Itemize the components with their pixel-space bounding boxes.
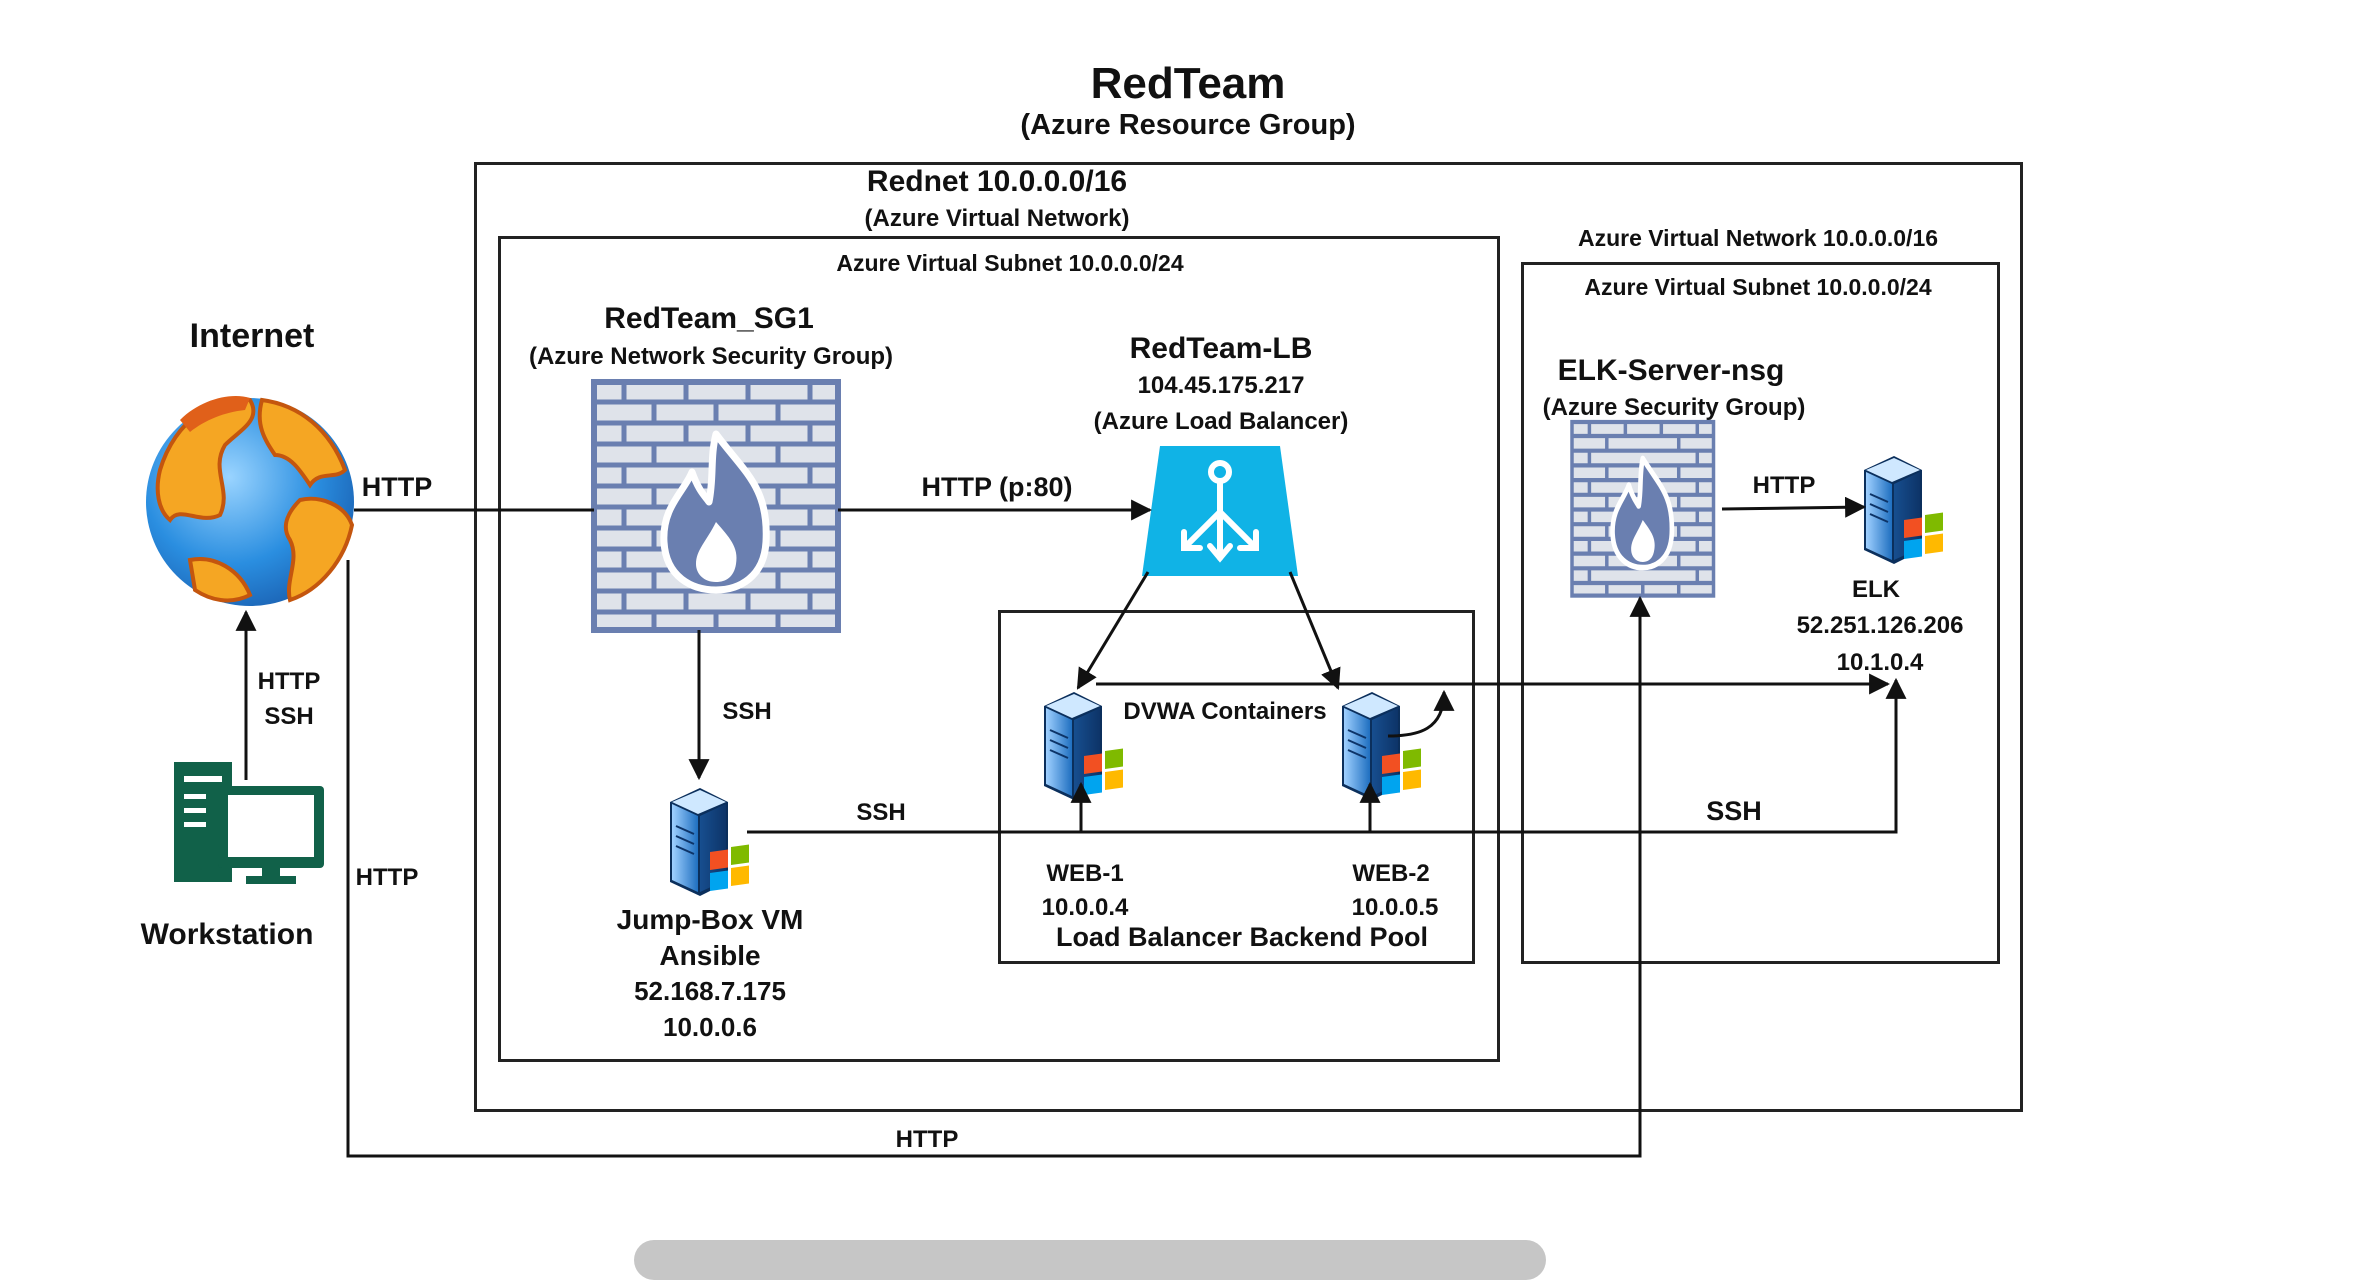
backend-pool-boundary (998, 610, 1475, 964)
nsg1-name: RedTeam_SG1 (604, 302, 814, 335)
web2-ip: 10.0.0.5 (1351, 894, 1439, 921)
internet-label: Internet (189, 317, 315, 355)
nsg1-type: (Azure Network Security Group) (528, 343, 894, 370)
link-label-jumpbox-web: SSH (856, 799, 906, 826)
diagram-subtitle: (Azure Resource Group) (1020, 109, 1356, 141)
jumpbox-server-icon (669, 787, 750, 897)
link-label-internet-nsg: HTTP (361, 472, 433, 502)
load-balancer-icon (1142, 446, 1298, 576)
web2-server-icon (1341, 691, 1422, 801)
web1-server-icon (1043, 691, 1124, 801)
elk-name: ELK (1852, 576, 1900, 603)
workstation-icon (174, 762, 324, 884)
jumpbox-ip-public: 52.168.7.175 (634, 976, 786, 1006)
vnet-boundary (474, 162, 2023, 1112)
elk-nsg-name: ELK-Server-nsg (1557, 354, 1785, 387)
link-label-elknsg-elk: HTTP (1752, 472, 1816, 499)
elk-nsg-type: (Azure Security Group) (1542, 394, 1806, 421)
jumpbox-role: Ansible (659, 940, 761, 971)
subnet-label: Azure Virtual Subnet 10.0.0.0/24 (836, 250, 1184, 276)
bottom-scroll-handle[interactable] (634, 1240, 1546, 1280)
subnet-boundary (498, 236, 1500, 1062)
lb-name: RedTeam-LB (1129, 332, 1313, 365)
web2-name: WEB-2 (1352, 860, 1430, 887)
vnet-name: Rednet 10.0.0.0/16 (866, 165, 1128, 198)
globe-icon (146, 396, 355, 606)
link-label-bottom-loop: HTTP (895, 1126, 959, 1153)
edge-elknsg-elk (1721, 496, 1867, 518)
elk-ip-public: 52.251.126.206 (1796, 612, 1964, 639)
edge-web2-loop (1387, 689, 1455, 738)
link-label-nsg-lb: HTTP (p:80) (921, 472, 1073, 502)
vnet2-label: Azure Virtual Network 10.0.0.0/16 (1577, 225, 1939, 251)
link-label-internet-down: HTTP (355, 864, 419, 891)
elk-subnet-boundary (1521, 262, 2000, 964)
backend-pool-label: Load Balancer Backend Pool (1055, 922, 1429, 952)
diagram-graphics (146, 0, 1944, 1158)
edge-lb-web1 (1076, 571, 1150, 690)
network-diagram: RedTeam (Azure Resource Group) Rednet 10… (140, 0, 2023, 1280)
edge-internet-loop (346, 560, 1651, 1158)
link-label-ws-http: HTTP (257, 668, 321, 695)
web1-name: WEB-1 (1046, 860, 1124, 887)
subnet2-label: Azure Virtual Subnet 10.0.0.0/24 (1584, 274, 1932, 300)
vnet-type: (Azure Virtual Network) (864, 205, 1130, 232)
elk-ip-private: 10.1.0.4 (1836, 649, 1924, 676)
elk-firewall-icon (1572, 422, 1714, 596)
lb-ip: 104.45.175.217 (1137, 372, 1305, 399)
link-label-ws-ssh: SSH (264, 703, 314, 730)
web1-ip: 10.0.0.4 (1041, 894, 1129, 921)
edge-lb-web2 (1288, 571, 1341, 690)
workstation-label: Workstation (140, 918, 314, 951)
link-label-jumpbox-elk: SSH (1706, 796, 1762, 826)
link-label-nsg-jumpbox: SSH (722, 698, 772, 725)
edge-jumpbox-elk (747, 677, 1907, 834)
lb-type: (Azure Load Balancer) (1093, 408, 1349, 435)
jumpbox-name: Jump-Box VM (616, 904, 804, 935)
firewall-icon (594, 382, 838, 630)
elk-server-icon (1863, 455, 1944, 565)
jumpbox-ip-private: 10.0.0.6 (663, 1012, 757, 1042)
connections (235, 496, 1907, 1158)
dvwa-containers-label: DVWA Containers (1123, 698, 1327, 725)
diagram-title: RedTeam (1090, 59, 1286, 108)
